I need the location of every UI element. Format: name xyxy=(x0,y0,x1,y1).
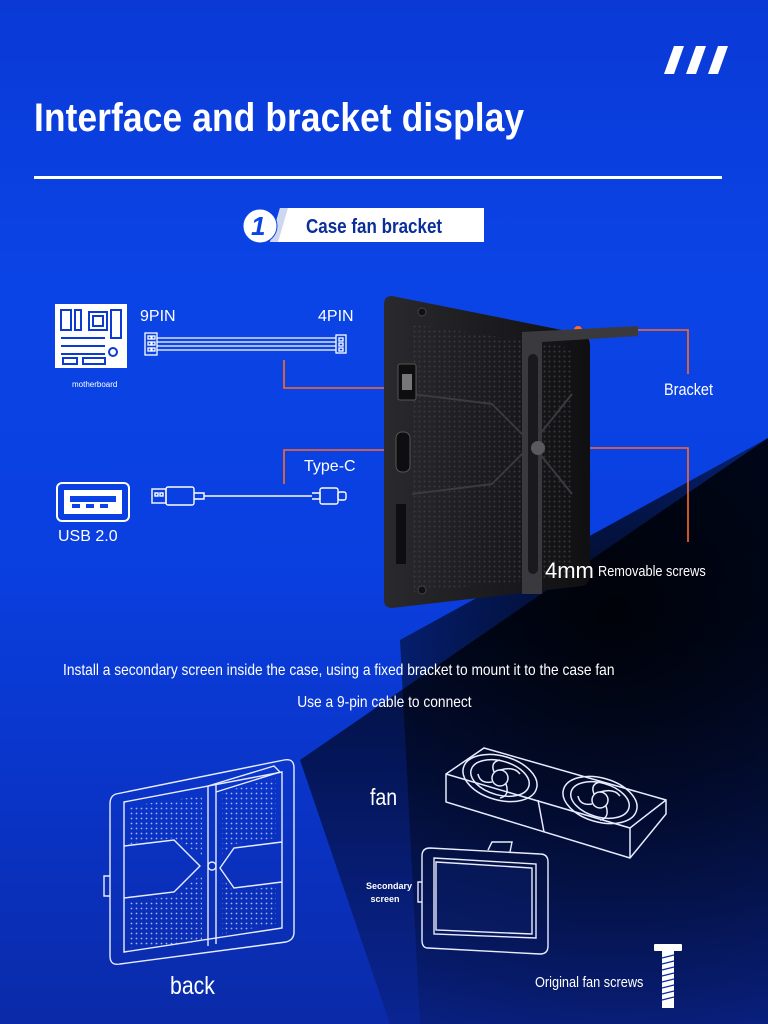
pin9-label: 9PIN xyxy=(140,308,176,325)
fan-wireframe-illustration xyxy=(445,747,667,859)
motherboard-icon xyxy=(55,304,127,368)
secondary-screen-device xyxy=(384,296,638,608)
usb-cable-icon xyxy=(151,486,347,506)
usb-label: USB 2.0 xyxy=(58,528,118,545)
removable-screws-label: Removable screws xyxy=(598,563,706,580)
section-badge xyxy=(242,208,484,244)
bracket-label: Bracket xyxy=(664,380,713,399)
pin-cable-icon xyxy=(144,332,347,356)
secondary-screen-label-line1: Secondary xyxy=(366,881,413,891)
description-line1: Install a secondary screen inside the ca… xyxy=(63,662,615,679)
typec-label: Type-C xyxy=(304,458,356,475)
pin4-label: 4PIN xyxy=(318,308,354,325)
secondary-screen-label-line2: screen xyxy=(370,894,400,904)
motherboard-label: motherboard xyxy=(72,380,118,389)
back-wireframe-illustration xyxy=(103,758,295,966)
page-title: Interface and bracket display xyxy=(34,96,525,140)
screw-size-label: 4mm xyxy=(545,558,594,583)
fan-label: fan xyxy=(370,784,398,810)
brand-logo-icon xyxy=(664,46,728,74)
secondary-screen-wireframe xyxy=(417,841,549,955)
section-title: Case fan bracket xyxy=(306,216,443,238)
title-divider xyxy=(34,176,722,179)
original-fan-screws-label: Original fan screws xyxy=(535,974,644,991)
section-number: 1 xyxy=(251,211,266,241)
description-line2: Use a 9-pin cable to connect xyxy=(296,694,472,711)
secondary-screen-label: Secondary screen xyxy=(366,880,413,906)
fan-screw-icon xyxy=(654,944,682,1008)
back-label: back xyxy=(170,972,215,1000)
usb-port-icon xyxy=(56,482,130,522)
